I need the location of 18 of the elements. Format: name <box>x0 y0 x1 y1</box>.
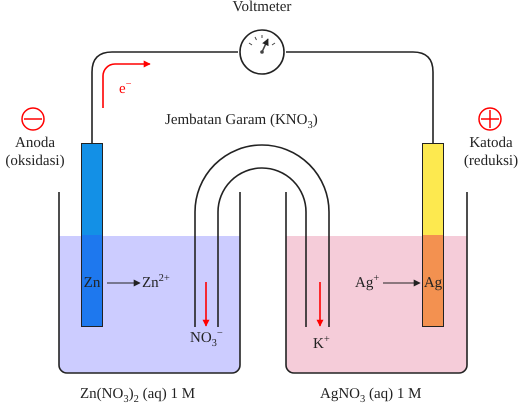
electrode-role-label: Katoda (reduksi) <box>462 134 520 170</box>
solution-label: AgNO$_{3}$ (aq) 1 M <box>320 385 422 403</box>
electrode <box>422 143 444 327</box>
ion-label: Zn$^{2+}$ <box>142 274 170 292</box>
charge-label: e$^{−}$ <box>119 80 132 98</box>
electrode-role-label: Anoda (oksidasi) <box>4 134 66 170</box>
arrow <box>382 280 421 286</box>
element-label: Zn <box>84 274 100 292</box>
solution-label: Zn(NO$_{3}$)$_{2}$ (aq) 1 M <box>80 385 196 403</box>
device-label: Voltmeter <box>232 0 292 16</box>
ion-label: K$^{+}$ <box>313 335 330 353</box>
element-label: Ag <box>424 274 442 292</box>
arrow <box>106 280 141 286</box>
wire <box>286 51 434 143</box>
bridge-label: Jembatan Garam (KNO$_{3}$) <box>165 111 318 129</box>
electrode <box>81 143 103 327</box>
wire <box>91 51 238 143</box>
ion-label: Ag$^{+}$ <box>355 274 380 292</box>
